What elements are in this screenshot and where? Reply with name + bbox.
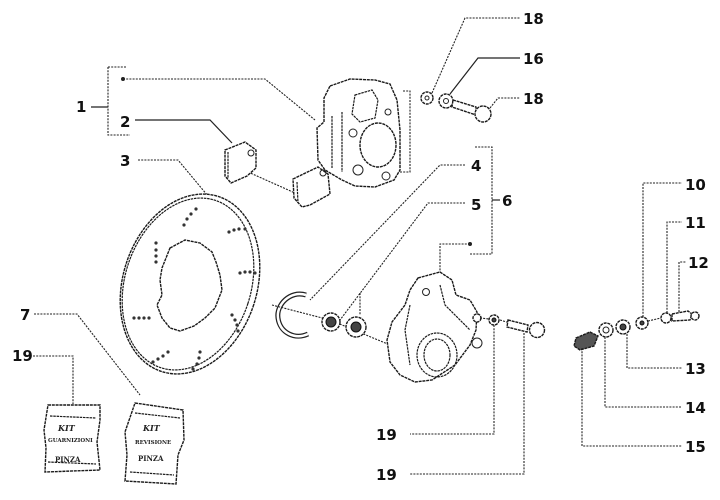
- brake-disc: [119, 193, 261, 375]
- callout-18-top: 18: [523, 90, 544, 108]
- callout-6: 6: [502, 192, 512, 210]
- callout-7: 7: [20, 306, 30, 324]
- bolt-18a-shank: [451, 99, 477, 116]
- kit-19-package: KIT GUARNIZIONI PINZA: [43, 404, 101, 473]
- retaining-ring: [275, 291, 310, 339]
- washer-11: [660, 312, 672, 324]
- leader-11: [666, 221, 682, 313]
- callout-2: 2: [120, 113, 130, 131]
- leader-17: [449, 57, 520, 95]
- leader-10: [642, 182, 682, 317]
- brake-pad-2: [292, 166, 331, 208]
- leader-18a: [489, 97, 520, 109]
- caliper-bracket-dashes: [400, 90, 411, 173]
- axis-line: [271, 304, 391, 346]
- leader-18b: [410, 333, 525, 475]
- leader-7: [34, 313, 141, 396]
- callout-15: 15: [685, 438, 706, 456]
- callout-13: 13: [685, 360, 706, 378]
- union-15: [573, 331, 599, 351]
- callout-12: 12: [688, 254, 709, 272]
- callout-14: 14: [685, 399, 706, 417]
- kit-19-line2: GUARNIZIONI: [48, 438, 93, 444]
- leader-2b: [247, 171, 296, 194]
- spring-washer-17: [438, 93, 454, 109]
- kit-7-line3: PINZA: [138, 454, 164, 463]
- upper-bolt-set: [420, 91, 492, 123]
- callout-17: 16: [523, 50, 544, 68]
- callout-16-bottom: 19: [376, 426, 397, 444]
- bleed-screw-12: [671, 310, 693, 322]
- bracket-1: [91, 66, 316, 136]
- leader-12: [678, 261, 686, 312]
- leader-2: [135, 119, 233, 144]
- leader-14: [604, 337, 682, 408]
- bracket-1-frame: [107, 67, 130, 136]
- bolt-18b-shank: [506, 319, 529, 333]
- bracket-6: [439, 146, 500, 275]
- kit-19-line3: PINZA: [55, 455, 81, 464]
- fitting-stack: [573, 310, 700, 351]
- kit-19-line1: KIT: [57, 423, 76, 433]
- washer-16a: [420, 91, 434, 105]
- leader-5: [339, 202, 465, 321]
- piston-seals: [321, 312, 367, 338]
- leader-13: [626, 334, 682, 369]
- leader-3: [138, 159, 209, 197]
- callout-5: 5: [471, 196, 481, 214]
- callout-1: 1: [76, 98, 86, 116]
- leader-16a: [431, 17, 520, 94]
- leader-6-caliper: [439, 243, 470, 275]
- kit-7-line1: KIT: [142, 423, 161, 433]
- callout-19: 19: [12, 347, 33, 365]
- callout-4: 4: [471, 157, 481, 175]
- rear-brake-caliper: [386, 271, 483, 383]
- front-brake-caliper: [316, 78, 411, 188]
- leader-15: [581, 348, 682, 447]
- kit-7-package: KIT REVISIONE PINZA: [124, 402, 185, 485]
- callout-11: 11: [685, 214, 706, 232]
- callout-3: 3: [120, 152, 130, 170]
- bolt-18a-head: [474, 105, 492, 123]
- leader-16b: [410, 325, 495, 435]
- washer-14: [598, 322, 614, 338]
- kit-7-line2: REVISIONE: [135, 440, 171, 446]
- brake-pad-1: [224, 141, 257, 184]
- leader-4: [309, 164, 465, 301]
- lower-bolt-set: [479, 314, 546, 339]
- leader-1-caliper: [123, 78, 316, 121]
- callout-18-bottom: 19: [376, 466, 397, 484]
- callout-16-top: 18: [523, 10, 544, 28]
- callout-10: 10: [685, 176, 706, 194]
- leader-19: [33, 355, 74, 404]
- bolt-18b-head: [528, 321, 546, 339]
